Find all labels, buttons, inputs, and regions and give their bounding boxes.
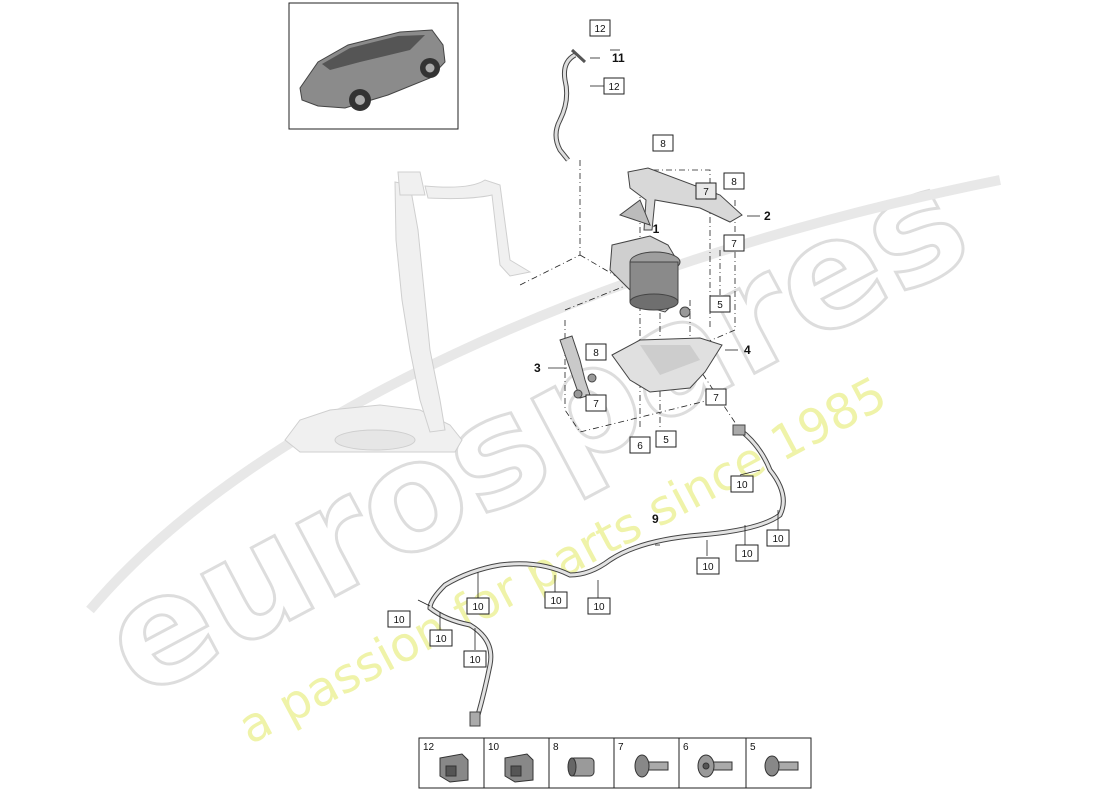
svg-text:8: 8	[553, 742, 559, 753]
svg-text:12: 12	[594, 24, 606, 35]
bolt-icon	[634, 754, 669, 778]
legend-cell-8: 8	[553, 742, 595, 777]
svg-text:12: 12	[423, 742, 435, 753]
callout-10-d: 10	[696, 557, 720, 575]
clip-icon	[439, 753, 469, 783]
svg-text:10: 10	[393, 615, 405, 626]
fastener-legend: 12 10 8 7	[418, 737, 812, 789]
svg-text:12: 12	[608, 82, 620, 93]
part-1-canister	[609, 235, 691, 318]
svg-text:7: 7	[731, 239, 737, 250]
svg-text:10: 10	[593, 602, 605, 613]
callout-10-a: 10	[730, 475, 754, 493]
svg-text:7: 7	[713, 393, 719, 404]
callout-10-e: 10	[544, 591, 568, 609]
callout-5-b: 5	[655, 430, 677, 448]
svg-text:7: 7	[618, 742, 624, 753]
svg-text:8: 8	[731, 177, 737, 188]
callout-7-a: 7	[695, 182, 717, 200]
svg-text:10: 10	[741, 549, 753, 560]
svg-text:6: 6	[637, 441, 643, 452]
svg-text:10: 10	[772, 534, 784, 545]
callout-12-top: 12	[589, 19, 611, 37]
callout-leaders	[417, 49, 779, 650]
label-part-2: 2	[764, 209, 771, 223]
label-part-9: 9	[652, 512, 659, 526]
svg-text:10: 10	[435, 634, 447, 645]
callout-10-h: 10	[387, 610, 411, 628]
svg-text:7: 7	[593, 399, 599, 410]
label-part-1: 1	[653, 222, 660, 236]
svg-text:5: 5	[717, 300, 723, 311]
label-part-3: 3	[534, 361, 541, 375]
label-part-4: 4	[744, 343, 751, 357]
callout-7-b: 7	[723, 234, 745, 252]
svg-text:10: 10	[469, 655, 481, 666]
callout-boxes: 12 12 8 7 8 7 5 8 7 7 6 5 10 10 10 10 10…	[387, 19, 790, 668]
legend-cell-7: 7	[618, 742, 669, 778]
car-icon	[299, 29, 446, 111]
part-4-shield	[611, 337, 723, 393]
callout-10-b: 10	[766, 529, 790, 547]
svg-text:7: 7	[703, 187, 709, 198]
svg-text:8: 8	[593, 348, 599, 359]
svg-text:10: 10	[736, 480, 748, 491]
callout-10-f: 10	[587, 597, 611, 615]
svg-text:8: 8	[660, 139, 666, 150]
callout-12-side: 12	[603, 77, 625, 95]
callout-10-i: 10	[429, 629, 453, 647]
bolt-icon	[764, 755, 799, 777]
svg-text:10: 10	[488, 742, 500, 753]
callout-10-j: 10	[463, 650, 487, 668]
svg-text:6: 6	[683, 742, 689, 753]
svg-text:10: 10	[472, 602, 484, 613]
legend-cell-6: 6	[683, 742, 733, 778]
legend-cell-5: 5	[750, 742, 799, 777]
callout-10-g: 10	[466, 597, 490, 615]
legend-cell-12: 12	[423, 742, 469, 783]
callout-10-c: 10	[735, 544, 759, 562]
bolt-icon	[697, 754, 733, 778]
svg-text:5: 5	[663, 435, 669, 446]
callout-8-b: 8	[723, 172, 745, 190]
part-9-fuel-line	[427, 424, 786, 727]
fuel-tank-ghost	[284, 171, 532, 453]
legend-cell-10: 10	[488, 742, 534, 783]
part-labels: 1 2 3 4 9 11	[534, 51, 771, 526]
svg-text:10: 10	[702, 562, 714, 573]
part-3-bracket	[559, 335, 597, 399]
watermark-swoosh	[86, 175, 1001, 614]
callout-7-d: 7	[705, 388, 727, 406]
callout-6: 6	[629, 436, 651, 454]
nut-icon	[567, 757, 595, 777]
callout-8-a: 8	[652, 134, 674, 152]
svg-text:5: 5	[750, 742, 756, 753]
part-11-hose	[553, 48, 587, 162]
callout-5-a: 5	[709, 295, 731, 313]
clip-icon	[504, 753, 534, 783]
callout-7-c: 7	[585, 394, 607, 412]
svg-text:10: 10	[550, 596, 562, 607]
label-part-11: 11	[612, 51, 625, 65]
vehicle-thumbnail	[288, 2, 459, 130]
watermark: eurospares a passion for parts since 198…	[74, 131, 1001, 756]
callout-8-c: 8	[585, 343, 607, 361]
